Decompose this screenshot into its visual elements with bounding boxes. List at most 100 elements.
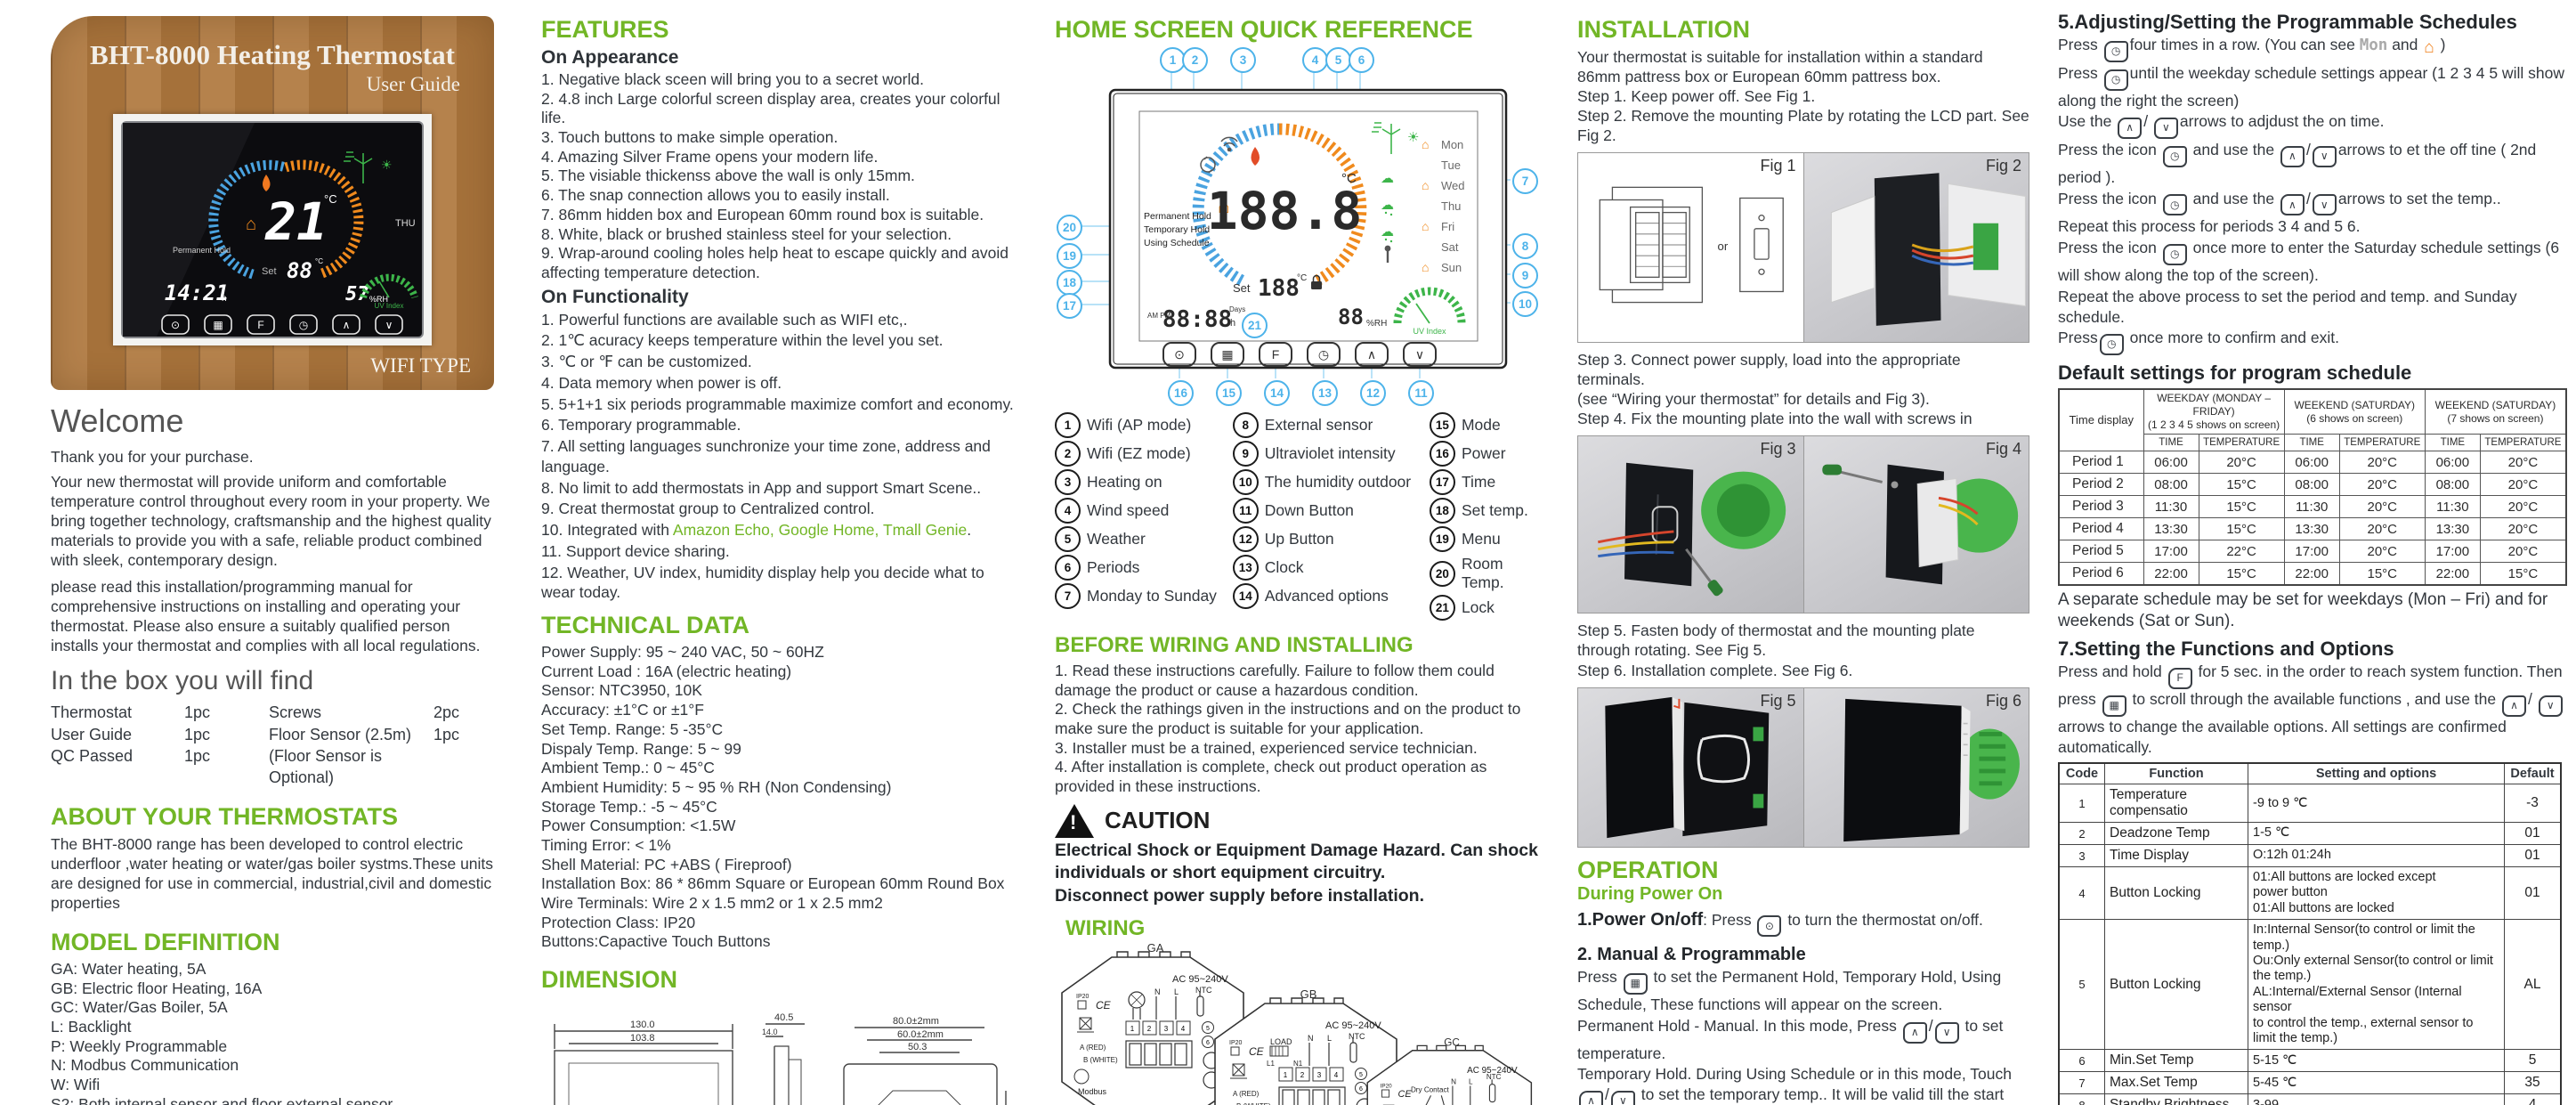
functionality-title: On Functionality <box>541 286 689 307</box>
technical-line: Buttons:Capactive Touch Buttons <box>541 932 771 951</box>
text-line: 8. No limit to add thermostats in App an… <box>541 478 1017 499</box>
legend-number: 3 <box>1055 469 1081 495</box>
terminal-block <box>1278 1086 1373 1105</box>
column-schedules: 5.Adjusting/Setting the Programmable Sch… <box>2058 11 2567 1105</box>
clock-icon: ◷ <box>2103 40 2128 62</box>
bold-text: 1.Power On/off <box>1577 909 1704 930</box>
box-item: (Floor Sensor is Optional) <box>269 747 383 787</box>
cell-code: 7 <box>2058 1071 2105 1095</box>
modbus-label: Modbus <box>1078 1087 1107 1096</box>
text: four times in a row. (You can see <box>2129 36 2360 53</box>
ac-label: AC 95~240V <box>1325 1020 1381 1031</box>
legend-label: Heating on <box>1087 473 1162 491</box>
house-icon: ⌂ <box>1218 194 1230 217</box>
ip20-label: IP20 <box>1076 994 1090 1000</box>
lock-icon <box>1311 274 1322 289</box>
callout: 18 <box>1057 270 1082 296</box>
figure-caption: Fig 4 <box>1985 440 2021 459</box>
function-icon: F <box>1272 347 1280 362</box>
operation-subtitle: During Power On <box>1577 883 1723 904</box>
n-label: N <box>1451 1078 1456 1086</box>
figure-1: Fig 1 or <box>1578 153 1803 342</box>
cell-temp: 15°C <box>2198 517 2285 541</box>
cell-code: 2 <box>2058 822 2105 846</box>
ntc-label: NTC <box>1486 1073 1502 1081</box>
text-line: Repeat this process for periods 3 4 and … <box>2058 216 2567 237</box>
box-item: Floor Sensor (2.5m) <box>269 725 412 743</box>
time-header: TIME <box>2283 434 2340 452</box>
cell-temp: 15°C <box>2198 473 2285 497</box>
cell-time: 22:00 <box>2283 562 2340 586</box>
wiring-gc: GC AC 95~240V N L NTC Dry Contact 1 2 3 … <box>1366 1036 1533 1105</box>
text-line: Press and hold F for 5 sec. in the order… <box>2058 662 2567 757</box>
cell-time: 13:30 <box>2283 517 2340 541</box>
n-label: N <box>1308 1034 1314 1043</box>
up-icon: ∧ <box>2118 118 2143 140</box>
figure-5: Fig 5 <box>1578 687 1803 847</box>
cell-time: 13:30 <box>2424 517 2481 541</box>
home-title: HOME SCREEN QUICK REFERENCE <box>1055 16 1473 43</box>
appearance-item: 7. 86mm hidden box and European 60mm rou… <box>541 205 984 223</box>
text: Press and hold <box>2058 662 2167 681</box>
appearance-item: 4. Amazing Silver Frame opens your moder… <box>541 147 879 166</box>
touch-buttons: ⊙ ▦ F ◷ ∧ ∨ <box>161 314 403 335</box>
table-row: 5 Button Locking In:Internal Sensor(to c… <box>2058 919 2562 1051</box>
svg-text:☁: ☁ <box>1381 198 1394 213</box>
down-icon: ∨ <box>2538 695 2563 717</box>
text: and <box>2387 36 2423 53</box>
legend-label: Wifi (EZ mode) <box>1087 444 1191 462</box>
legend-label: Mode <box>1461 416 1501 434</box>
text-line: Press ◷four times in a row. (You can see… <box>2058 35 2567 62</box>
uv-label: UV Index <box>375 302 404 310</box>
temp-header: TEMPERATURE <box>2198 434 2285 452</box>
text-line: Press ▦ to set the Permanent Hold, Tempo… <box>1577 967 2029 1015</box>
days-list: ⌂Mon Tue ⌂Wed Thu ⌂Fri Sat ⌂Sun <box>1422 137 1465 274</box>
mode-icon: ▦ <box>1623 973 1648 995</box>
text: Temporary Hold. During Using Schedule or… <box>1577 1065 2012 1084</box>
cell-temp: 20°C <box>2338 540 2426 564</box>
gb-label: GB <box>1300 987 1317 1001</box>
cell-default: 35 <box>2504 1071 2562 1095</box>
text: : Press <box>1703 910 1756 929</box>
dim-width2: 103.8 <box>630 1033 655 1044</box>
text: to set the temporary temp.. It will be v… <box>1640 1085 2005 1104</box>
callout: 16 <box>1168 380 1194 406</box>
up-icon: ∧ <box>1367 347 1376 362</box>
cell-time: 06:00 <box>2424 451 2481 475</box>
functions-text: Press and hold F for 5 sec. in the order… <box>2058 662 2567 757</box>
dim-depth: 40.5 <box>774 1012 793 1023</box>
callout: 11 <box>1408 380 1434 406</box>
terminal-row: 1 2 3 4 5 6 <box>1278 1067 1367 1094</box>
set-value: 88 <box>287 258 312 283</box>
text: and use the <box>2188 141 2279 159</box>
cell-options: 5-45 ℃ <box>2248 1071 2505 1095</box>
l-label: L <box>1469 1078 1473 1086</box>
text: Press <box>2058 329 2098 347</box>
callout: 17 <box>1057 293 1082 319</box>
up-icon: ∧ <box>1579 1091 1603 1105</box>
technical-line: Power Consumption: <1.5W <box>541 817 736 835</box>
room-temp: 188.8 <box>1207 181 1363 241</box>
cell-temp: 20°C <box>2338 473 2426 497</box>
ac-label: AC 95~240V <box>1467 1066 1518 1076</box>
cell-time: 06:00 <box>2143 451 2199 475</box>
touch-buttons: ⊙ ▦ F ◷ ∧ ∨ <box>1162 342 1437 367</box>
text-line: 4. Data memory when power is off. <box>541 373 1017 394</box>
a-red-label: A (RED) <box>1080 1044 1106 1052</box>
cell-default: 01 <box>2504 844 2562 868</box>
cell-options: O:12h 01:24h <box>2248 844 2505 868</box>
screwdriver-icon <box>1821 465 1898 489</box>
welcome-p2: Your new thermostat will provide uniform… <box>51 473 491 570</box>
option-line: limit the temp.) <box>2253 1030 2338 1045</box>
column-homescreen: HOME SCREEN QUICK REFERENCE <box>1055 16 1543 1105</box>
technical-line: Sensor: NTC3950, 10K <box>541 681 702 700</box>
flame-icon <box>263 175 271 191</box>
figure-5-6: Fig 5 Fig 6 <box>1577 687 2029 848</box>
